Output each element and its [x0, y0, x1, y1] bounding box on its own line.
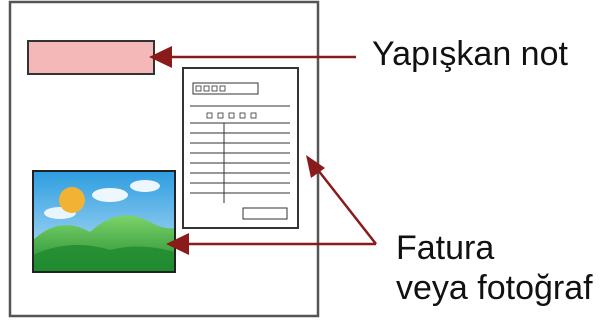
photo-landscape-icon	[32, 170, 176, 273]
invoice-photo-arrows	[166, 155, 377, 255]
invoice-label-line1: Fatura	[396, 229, 495, 267]
sticky-note-arrow	[149, 46, 356, 68]
invoice-label-line2: veya fotoğraf	[396, 269, 593, 307]
sticky-note-label: Yapışkan not	[372, 35, 568, 73]
sticky-note-icon	[27, 40, 155, 75]
invoice-or-photo-label: Fatura veya fotoğraf	[396, 228, 593, 308]
invoice-document-icon	[182, 67, 299, 229]
